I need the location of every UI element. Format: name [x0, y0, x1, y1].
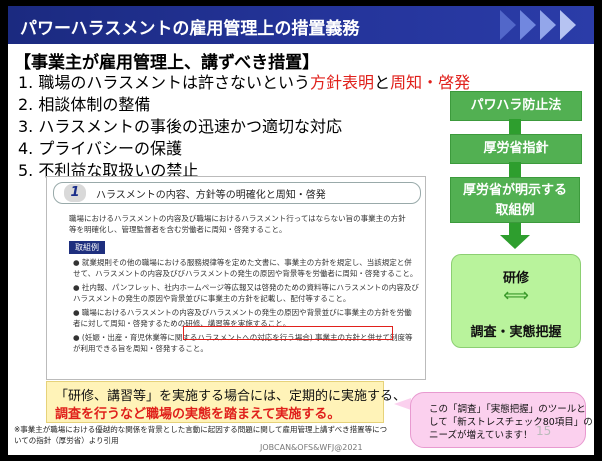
highlight-policy: 方針表明: [310, 73, 375, 92]
measure-item-3: 3. ハラスメントの事後の迅速かつ適切な対応: [18, 117, 343, 136]
chevron-decoration-icon: [560, 10, 576, 40]
stress-check-bubble: この「調査」「実態把握」のツールと して「新ストレスチェック80項目」の ニーズ…: [410, 392, 593, 448]
example-item: ● 職場におけるハラスメントの内容及びハラスメントの発生の原因や背景並びに事業主…: [73, 308, 412, 328]
source-note: ※事業主が職場における優越的な関係を背景とした言動に起因する問題に関して雇用管理…: [14, 425, 388, 445]
flow-connector: [509, 119, 521, 134]
examples-list: ● 就業規則その他の職場における服務規律等を定めた文書に、事業主の方針を規定し、…: [73, 257, 419, 357]
measure-item-4: 4. プライバシーの保護: [18, 139, 183, 158]
training-callout: 「研修、講習等」を実施する場合には、定期的に実施する、 調査を行うなど職場の実態…: [46, 381, 406, 423]
chevron-decoration-icon: [500, 10, 516, 40]
training-highlight-box: [183, 326, 393, 340]
title-bar: パワーハラスメントの雇用管理上の措置義務: [8, 6, 594, 44]
measure-item-1: 1. 職場のハラスメントは許さないという方針表明と周知・啓発: [18, 73, 471, 92]
guideline-header: 1 ハラスメントの内容、方針等の明確化と周知・啓発: [53, 182, 421, 204]
flow-box-guideline: 厚労省指針: [450, 134, 582, 164]
double-arrow-icon: ⟺: [503, 285, 529, 306]
example-item: ● (妊娠・出産・育児休業等に関するハラスメントへの対応を行う場合) 事業主の方…: [73, 333, 413, 353]
measures-heading: 【事業主が雇用管理上、講ずべき措置】: [14, 53, 320, 73]
measures-list: 1. 職場のハラスメントは許さないという方針表明と周知・啓発 2. 相談体制の整…: [18, 72, 470, 182]
measure-item-2: 2. 相談体制の整備: [18, 95, 151, 114]
flow-connector: [509, 223, 521, 235]
guideline-title: ハラスメントの内容、方針等の明確化と周知・啓発: [96, 190, 326, 201]
page-number: 15: [536, 424, 552, 438]
panel-survey: 調査・実態把握: [470, 325, 562, 340]
bubble-tail: [394, 398, 411, 410]
flow-box-law: パワハラ防止法: [450, 91, 582, 121]
footer-credit: JOBCAN&OFS&WFJ@2021: [260, 443, 363, 452]
example-item: ● 社内報、パンフレット、社内ホームページ等広報又は啓発のための資料等にハラスメ…: [73, 283, 419, 303]
chevron-decoration-icon: [520, 10, 536, 40]
measure-item-5: 5. 不利益な取扱いの禁止: [18, 161, 199, 180]
example-item: ● 就業規則その他の職場における服務規律等を定めた文書に、事業主の方針を規定し、…: [73, 258, 418, 278]
slide-page: パワーハラスメントの雇用管理上の措置義務 【事業主が雇用管理上、講ずべき措置】 …: [8, 6, 594, 455]
flow-box-examples: 厚労省が明示する 取組例: [450, 177, 580, 223]
guideline-excerpt: 1 ハラスメントの内容、方針等の明確化と周知・啓発 職場におけるハラスメントの内…: [46, 176, 426, 380]
chevron-decoration-icon: [540, 10, 556, 40]
guideline-intro: 職場におけるハラスメントの内容及び職場におけるハラスメント行ってはならない旨の事…: [69, 214, 406, 234]
guideline-number: 1: [64, 184, 86, 202]
slide-title: パワーハラスメントの雇用管理上の措置義務: [20, 19, 360, 39]
highlight-awareness: 周知・啓発: [390, 73, 471, 92]
down-arrow-icon: [500, 235, 530, 249]
training-survey-panel: 研修 ⟺ 調査・実態把握: [451, 254, 581, 348]
panel-training: 研修: [502, 271, 529, 286]
examples-tag: 取組例: [69, 241, 105, 254]
flow-connector: [509, 162, 521, 177]
